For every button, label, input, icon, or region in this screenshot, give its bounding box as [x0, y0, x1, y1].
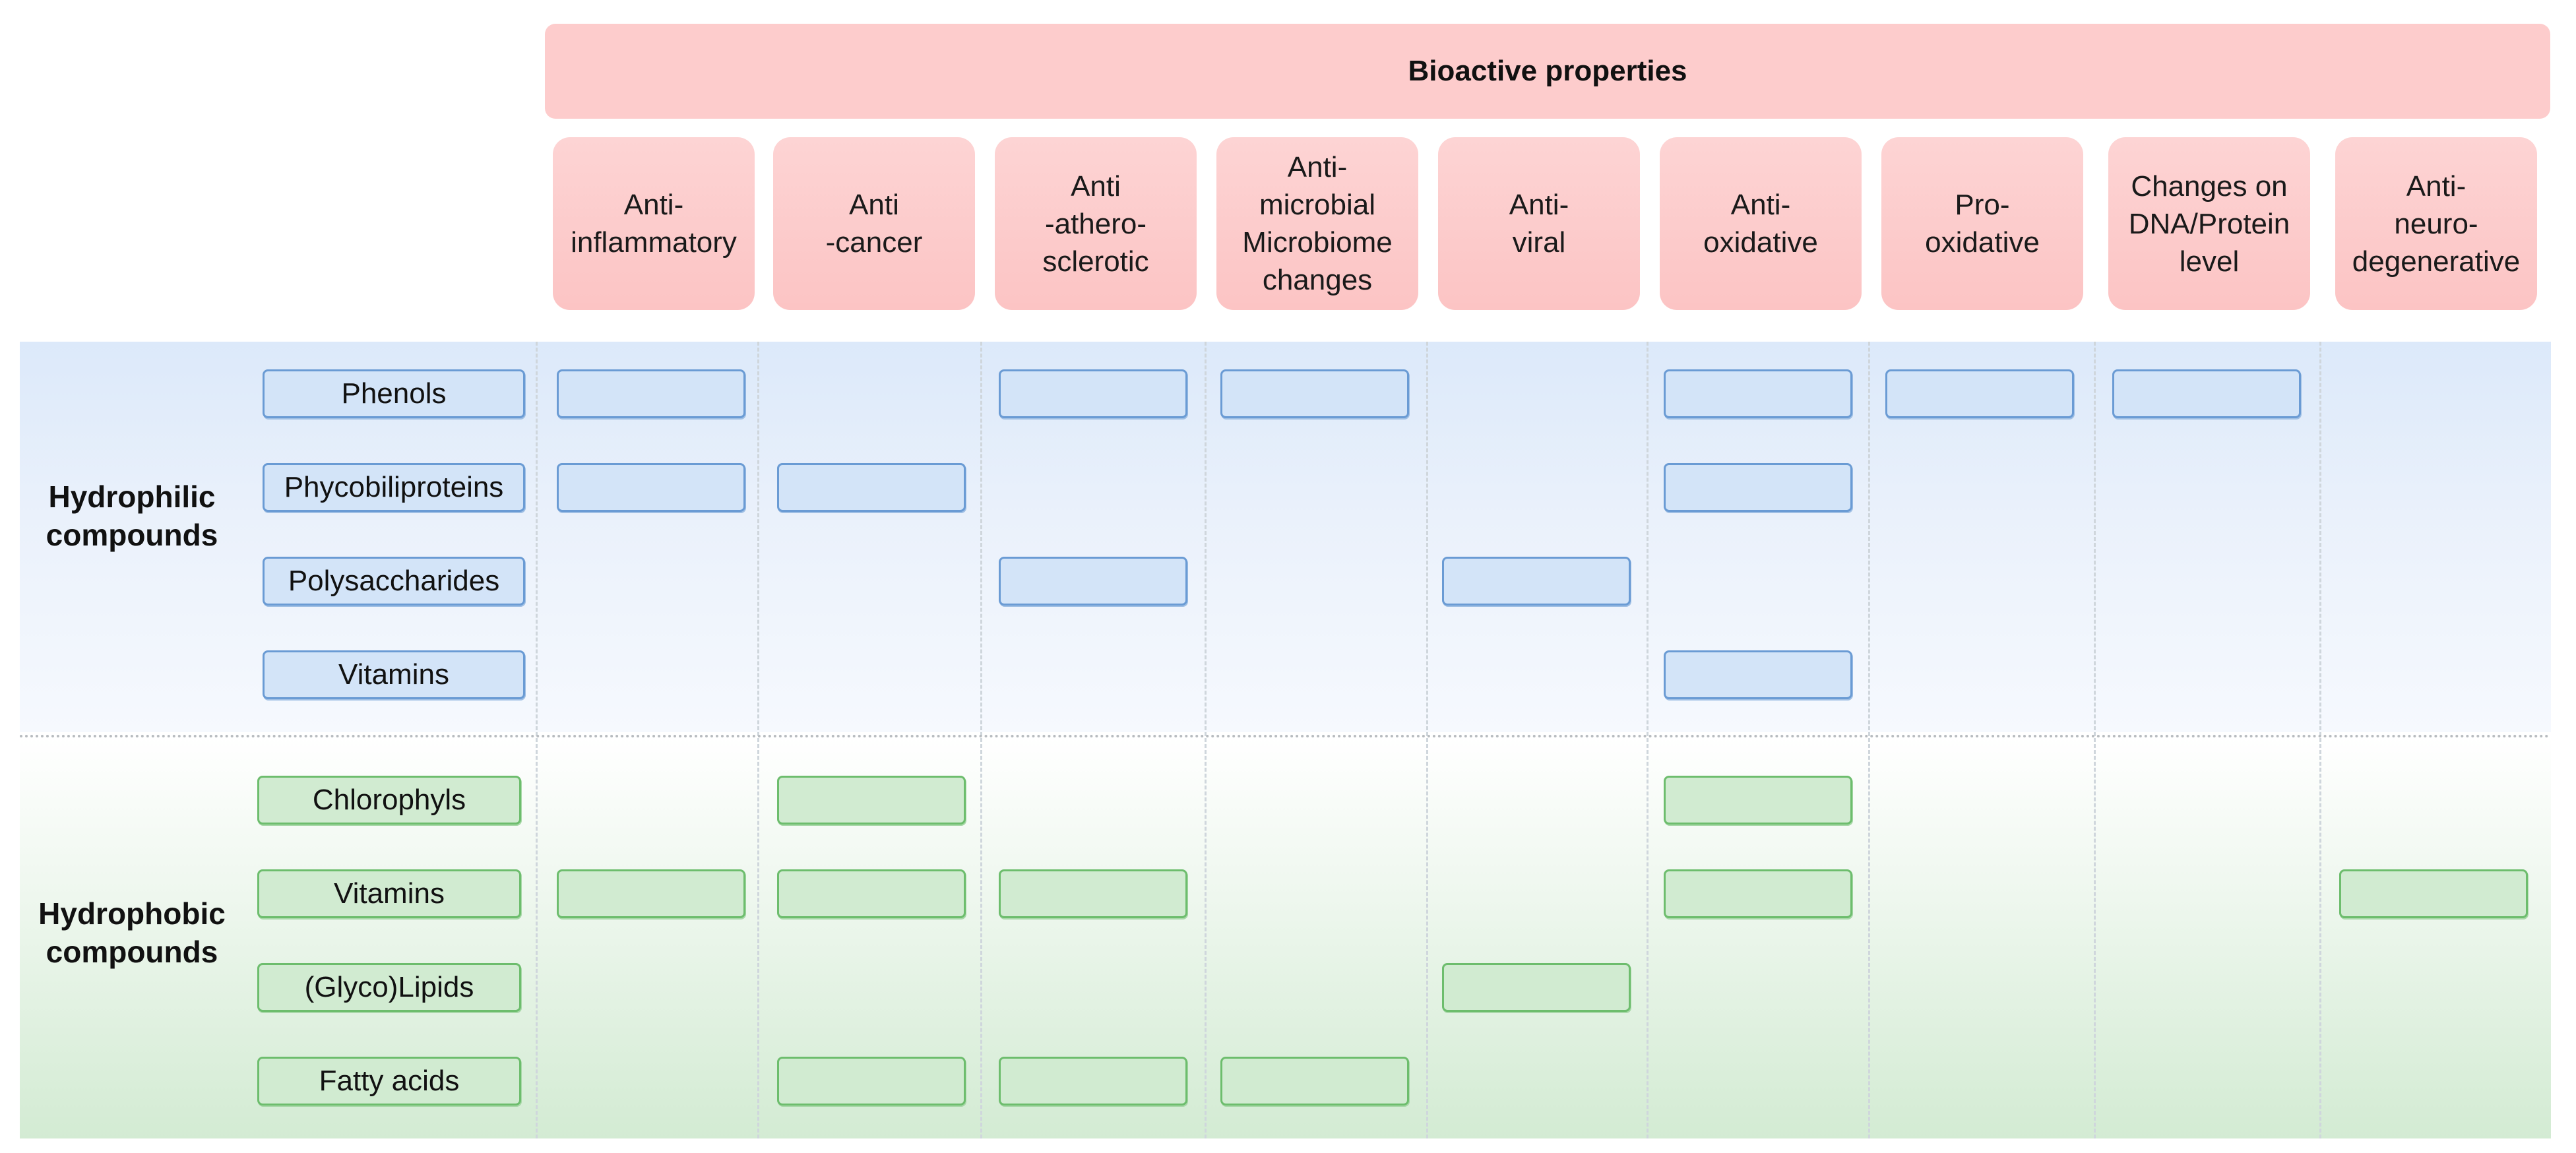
marker-vitamins-anti-inflammatory — [557, 869, 745, 918]
marker-vitamins-anti-oxidative — [1664, 650, 1852, 699]
marker-vitamins-anti-athero-sclerotic — [999, 869, 1187, 918]
marker-phenols-anti-oxidative — [1664, 369, 1852, 418]
column-header-label: Anti- oxidative — [1703, 189, 1818, 259]
marker-phenols-anti-inflammatory — [557, 369, 745, 418]
column-divider — [757, 342, 759, 1138]
marker-polysaccharides-anti-viral — [1442, 557, 1631, 606]
compound-label-phycobiliproteins: Phycobiliproteins — [263, 463, 525, 512]
column-header-changes-on-dna-protein-level: Changes on DNA/Protein level — [2108, 137, 2310, 310]
column-divider — [2094, 342, 2096, 1138]
marker-chlorophyls-anti-oxidative — [1664, 776, 1852, 825]
column-header-label: Anti -cancer — [825, 189, 923, 259]
column-header-label: Anti- microbial Microbiome changes — [1242, 151, 1393, 296]
bioactive-properties-banner: Bioactive properties — [545, 24, 2550, 119]
marker-fatty-acids-anti-athero-sclerotic — [999, 1057, 1187, 1106]
column-divider — [2319, 342, 2321, 1138]
compound-label-vitamins: Vitamins — [257, 869, 521, 918]
marker-phenols-pro-oxidative — [1885, 369, 2074, 418]
column-header-anti-oxidative: Anti- oxidative — [1660, 137, 1862, 310]
marker-vitamins-anti-oxidative — [1664, 869, 1852, 918]
column-header-anti-microbial-microbiome-changes: Anti- microbial Microbiome changes — [1216, 137, 1418, 310]
marker-fatty-acids-anti-cancer — [777, 1057, 966, 1106]
compound-label-polysaccharides: Polysaccharides — [263, 557, 525, 606]
marker-vitamins-anti-cancer — [777, 869, 966, 918]
marker-phycobiliproteins-anti-inflammatory — [557, 463, 745, 512]
marker-phycobiliproteins-anti-oxidative — [1664, 463, 1852, 512]
compound-label-fatty-acids: Fatty acids — [257, 1057, 521, 1106]
compound-label-phenols: Phenols — [263, 369, 525, 418]
group-divider — [20, 735, 2551, 737]
group-label-hydrophobic: Hydrophobic compounds — [38, 896, 226, 969]
column-header-label: Anti -athero- sclerotic — [1042, 170, 1149, 278]
column-header-label: Anti- inflammatory — [571, 189, 737, 259]
column-divider — [1647, 342, 1649, 1138]
column-header-pro-oxidative: Pro- oxidative — [1881, 137, 2083, 310]
marker-phenols-anti-microbial-microbiome-changes — [1220, 369, 1409, 418]
marker-phenols-anti-athero-sclerotic — [999, 369, 1187, 418]
column-header-anti-inflammatory: Anti- inflammatory — [553, 137, 755, 310]
marker-glyco-lipids-anti-viral — [1442, 963, 1631, 1012]
column-divider — [1868, 342, 1870, 1138]
marker-phycobiliproteins-anti-cancer — [777, 463, 966, 512]
compound-label-chlorophyls: Chlorophyls — [257, 776, 521, 825]
column-header-label: Anti- viral — [1509, 189, 1569, 259]
column-divider — [536, 342, 538, 1138]
column-header-anti-cancer: Anti -cancer — [773, 137, 975, 310]
column-header-label: Pro- oxidative — [1925, 189, 2040, 259]
column-header-anti-neuro-degenerative: Anti- neuro- degenerative — [2335, 137, 2537, 310]
column-divider — [1426, 342, 1428, 1138]
group-label-hydrophilic: Hydrophilic compounds — [46, 480, 218, 552]
column-header-anti-athero-sclerotic: Anti -athero- sclerotic — [995, 137, 1197, 310]
compound-label-vitamins: Vitamins — [263, 650, 525, 699]
compound-label-glyco-lipids: (Glyco)Lipids — [257, 963, 521, 1012]
marker-chlorophyls-anti-cancer — [777, 776, 966, 825]
marker-phenols-changes-on-dna-protein-level — [2112, 369, 2301, 418]
column-header-anti-viral: Anti- viral — [1438, 137, 1640, 310]
marker-fatty-acids-anti-microbial-microbiome-changes — [1220, 1057, 1409, 1106]
banner-title: Bioactive properties — [1408, 55, 1687, 87]
column-header-label: Changes on DNA/Protein level — [2128, 170, 2290, 278]
marker-vitamins-anti-neuro-degenerative — [2339, 869, 2528, 918]
marker-polysaccharides-anti-athero-sclerotic — [999, 557, 1187, 606]
column-divider — [980, 342, 982, 1138]
column-header-label: Anti- neuro- degenerative — [2352, 170, 2521, 278]
column-divider — [1205, 342, 1207, 1138]
